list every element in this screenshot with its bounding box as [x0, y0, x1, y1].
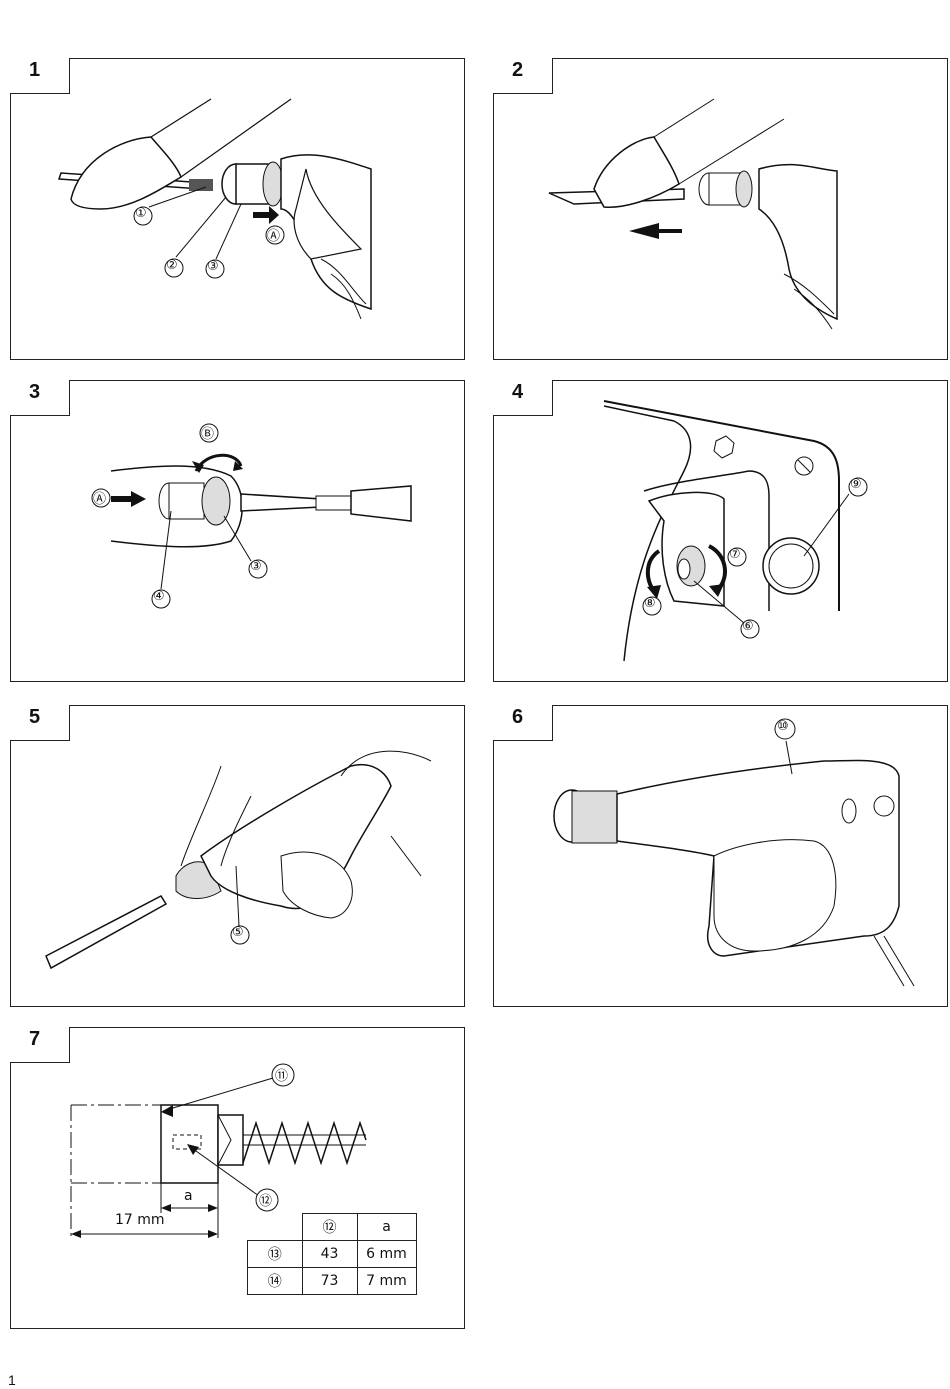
figure-number: 4 — [512, 381, 524, 403]
callout-B: Ⓑ — [201, 427, 215, 442]
table-row: ⑬ 43 6 mm — [247, 1240, 417, 1268]
callout-3: ③ — [250, 559, 262, 574]
table-cell-a: 6 mm — [356, 1240, 417, 1268]
table-header-row: ⑫ a — [248, 1213, 417, 1241]
table-cell-label: ⑬ — [247, 1240, 303, 1268]
figure-number: 7 — [29, 1028, 41, 1050]
spec-table: ⑫ a ⑬ 43 6 mm ⑭ 73 7 mm — [247, 1213, 417, 1295]
dimension-a-label: a — [184, 1188, 193, 1204]
table-cell-label: ⑭ — [247, 1267, 303, 1295]
callout-4: ④ — [153, 589, 165, 604]
figure-number: 6 — [512, 706, 524, 728]
table-row: ⑭ 73 7 mm — [247, 1267, 417, 1295]
callout-6: ⑥ — [742, 619, 754, 634]
callout-7: ⑦ — [729, 547, 741, 562]
figure-number: 2 — [512, 59, 524, 81]
figure-6: 6 ⑩ — [493, 705, 948, 1007]
figure-3-illustration — [91, 423, 412, 609]
callout-2: ② — [166, 258, 178, 273]
callout-5: ⑤ — [232, 925, 244, 940]
figure-4-illustration — [603, 400, 868, 662]
figure-5-illustration — [45, 750, 432, 970]
callout-3: ③ — [207, 259, 219, 274]
figure-2-illustration — [548, 98, 838, 330]
table-cell-value: 73 — [301, 1267, 358, 1295]
figure-number: 5 — [29, 706, 41, 728]
dimension-total-label: 17 mm — [115, 1212, 165, 1228]
figure-number: 3 — [29, 381, 41, 403]
callout-A: Ⓐ — [93, 492, 107, 507]
callout-12: ⑫ — [259, 1194, 273, 1209]
figure-2: 2 — [493, 58, 948, 360]
figure-5: 5 ⑤ — [10, 705, 465, 1007]
figure-1: 1 ① ② ③ Ⓐ — [10, 58, 465, 360]
callout-9: ⑨ — [850, 477, 862, 492]
figure-4: 4 ⑨ ⑦ ⑧ ⑥ — [493, 380, 948, 682]
table-cell-value: 43 — [301, 1240, 358, 1268]
figure-3: 3 Ⓑ Ⓐ ③ ④ — [10, 380, 465, 682]
callout-1: ① — [135, 206, 147, 221]
callout-A: Ⓐ — [267, 229, 281, 244]
table-header-cell: ⑫ — [301, 1213, 358, 1241]
table-cell-a: 7 mm — [356, 1267, 417, 1295]
page-number: 1 — [8, 1372, 16, 1388]
figure-number: 1 — [29, 59, 41, 81]
figure-6-illustration — [553, 718, 915, 987]
callout-10: ⑩ — [777, 719, 789, 734]
figure-7-diagram — [70, 1063, 367, 1238]
callout-11: ⑪ — [275, 1069, 289, 1084]
figure-7: 7 ⑪ ⑫ a 17 mm ⑫ a ⑬ 43 6 mm ⑭ 73 7 mm — [10, 1027, 465, 1329]
callout-8: ⑧ — [644, 596, 656, 611]
table-header-cell: a — [356, 1213, 417, 1241]
figure-1-illustration — [57, 98, 372, 320]
